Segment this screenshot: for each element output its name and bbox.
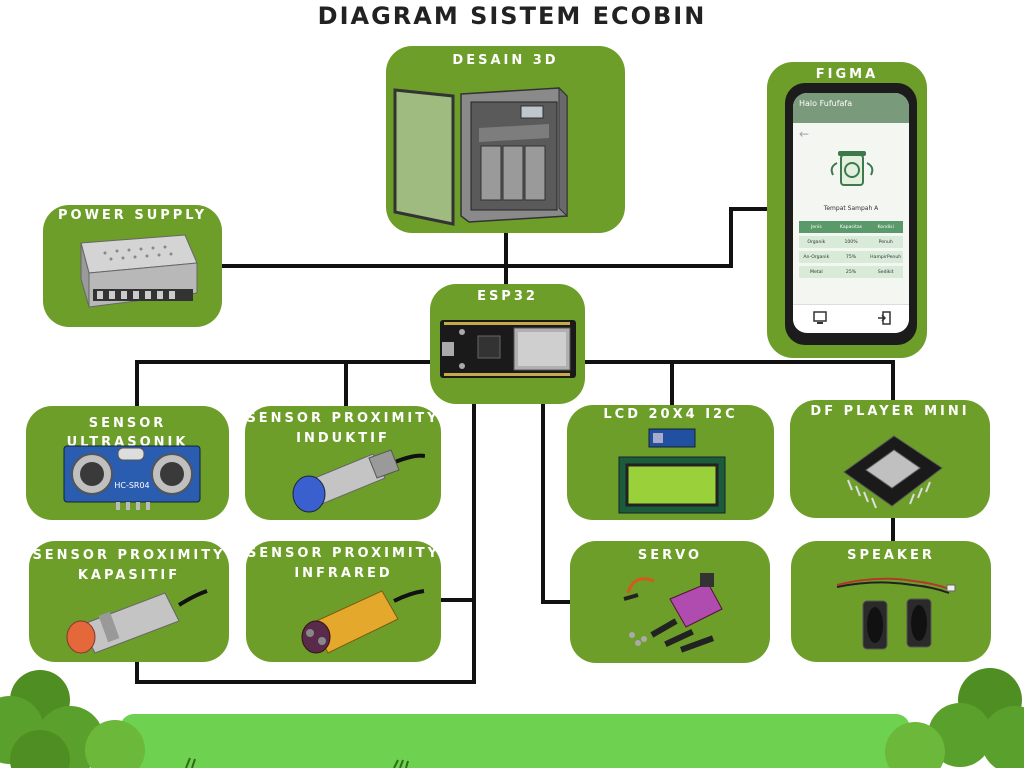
phone-mockup-icon: Halo Fufufafa ← Tempat Sampah A Jenis Ka… — [785, 83, 917, 345]
table-row: An-Organik 75% HampirPenuh — [799, 251, 903, 263]
app-greeting: Halo Fufufafa — [799, 99, 853, 108]
node-dfplayer: DF PLAYER MINI — [790, 400, 990, 518]
diagram-title: DIAGRAM SISTEM ECOBIN — [317, 2, 707, 30]
node-label: SPEAKER — [847, 548, 935, 563]
node-label: SENSOR PROXIMITY — [246, 411, 440, 426]
table-cell: 25% — [845, 269, 857, 275]
table-row: Organik 100% Penuh — [799, 236, 903, 248]
node-label: FIGMA — [815, 67, 879, 82]
wire-power-figma — [220, 207, 772, 268]
servo-motor-icon — [623, 573, 723, 653]
node-label: INDUKTIF — [296, 431, 390, 446]
app-bottom-nav — [793, 304, 909, 333]
logout-icon[interactable] — [877, 311, 891, 325]
node-label: ESP32 — [477, 289, 538, 304]
node-speaker: SPEAKER — [791, 541, 991, 662]
speaker-icon — [836, 577, 956, 650]
node-power-supply: POWER SUPPLY — [43, 205, 222, 327]
table-cell: Penuh — [878, 239, 893, 245]
node-label: INFRARED — [294, 566, 393, 581]
ultrasonic-sensor-icon: HC-SR04 — [63, 445, 201, 510]
node-label: LCD 20X4 I2C — [603, 407, 738, 422]
dashboard-icon[interactable] — [813, 311, 827, 325]
node-label: KAPASITIF — [77, 568, 181, 583]
table-row: Metal 25% Sedikit — [799, 266, 903, 278]
inductive-sensor-icon — [292, 449, 425, 513]
table-header: Kapasitas — [839, 224, 863, 230]
table-cell: Organik — [807, 239, 826, 245]
node-label: SERVO — [637, 548, 703, 563]
node-servo: SERVO — [570, 541, 770, 663]
node-label: SENSOR PROXIMITY — [246, 546, 441, 561]
capacitive-sensor-icon — [66, 589, 208, 654]
node-esp32: ESP32 — [430, 284, 585, 404]
back-arrow-icon[interactable]: ← — [799, 127, 810, 141]
infrared-sensor-icon — [301, 589, 425, 654]
node-lcd: LCD 20X4 I2C — [567, 405, 774, 520]
bin-status-table: Jenis Kapasitas Kondisi Organik 100% Pen… — [799, 221, 903, 281]
power-supply-icon — [80, 234, 198, 308]
figma-app-screen: Halo Fufufafa ← Tempat Sampah A Jenis Ka… — [793, 93, 909, 333]
table-header: Jenis — [810, 224, 822, 230]
dfplayer-module-icon — [843, 435, 943, 509]
node-label: POWER SUPPLY — [58, 208, 207, 223]
table-cell: Metal — [809, 269, 823, 275]
node-desain-3d: DESAIN 3D — [386, 46, 625, 233]
esp32-board-icon — [440, 320, 576, 378]
wire-esp32-servo — [541, 402, 573, 604]
node-sensor-induktif: SENSOR PROXIMITY INDUKTIF — [245, 406, 441, 520]
app-header: Halo Fufufafa — [793, 93, 909, 123]
cabinet-3d-icon — [393, 86, 568, 226]
node-label: SENSOR PROXIMITY — [32, 548, 226, 563]
node-sensor-infrared: SENSOR PROXIMITY INFRARED — [246, 541, 441, 662]
table-header-row: Jenis Kapasitas Kondisi — [799, 221, 903, 233]
node-label: DESAIN 3D — [452, 53, 559, 68]
table-header: Kondisi — [877, 224, 894, 230]
wire-esp32-infrared — [135, 402, 476, 684]
node-sensor-ultrasonik: SENSOR ULTRASONIK HC-SR04 — [26, 406, 229, 520]
table-cell: 100% — [844, 239, 858, 245]
table-cell: Sedikit — [877, 269, 894, 275]
node-label: DF PLAYER MINI — [810, 404, 970, 419]
node-sensor-kapasitif: SENSOR PROXIMITY KAPASITIF — [29, 541, 229, 662]
table-cell: HampirPenuh — [870, 254, 902, 260]
bin-title: Tempat Sampah A — [823, 205, 879, 212]
recycle-bin-icon — [830, 151, 874, 186]
table-cell: 75% — [845, 254, 857, 260]
sensor-model-text: HC-SR04 — [114, 481, 149, 490]
lcd-module-icon — [618, 428, 726, 514]
table-cell: An-Organik — [803, 254, 830, 260]
